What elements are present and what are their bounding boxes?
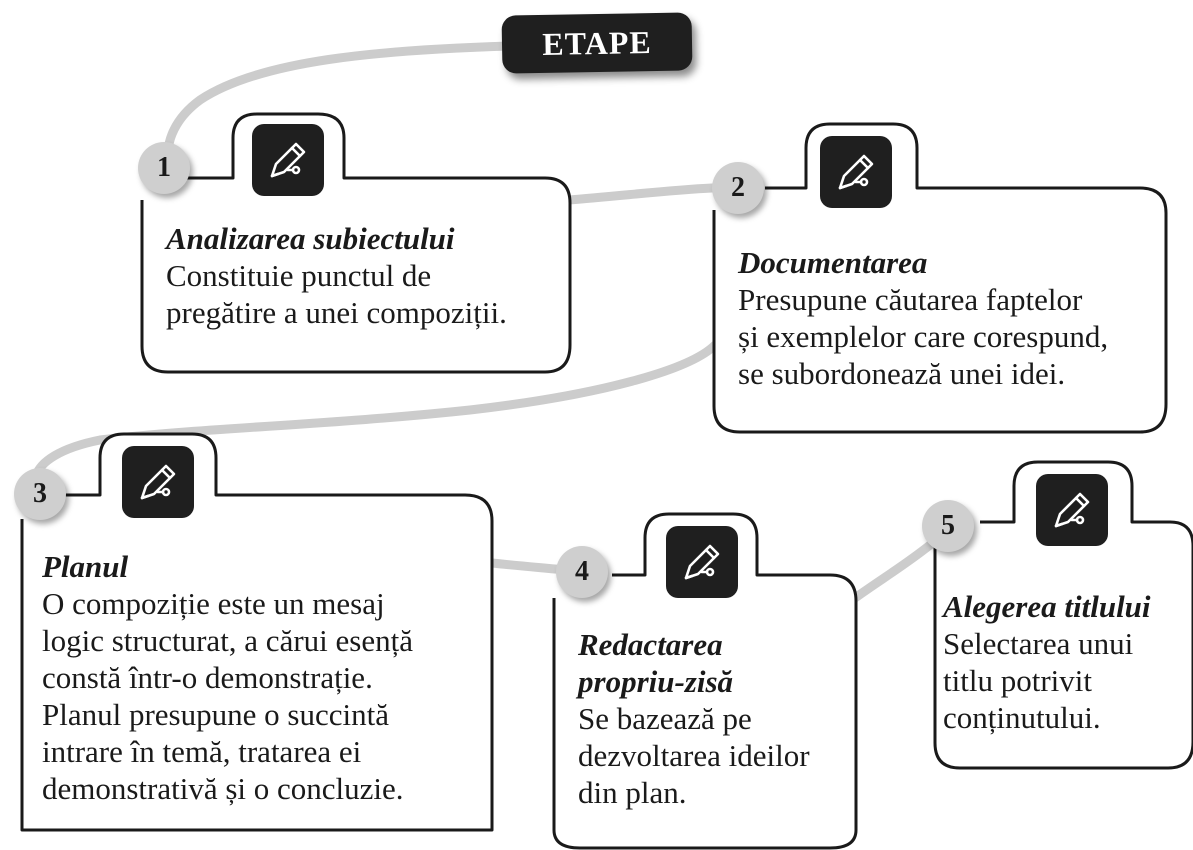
diagram-title: ETAPE [501, 12, 693, 74]
box-4-outline [552, 512, 858, 850]
step-1-text: Analizarea subiectului Constituie punctu… [166, 220, 566, 331]
pen-icon [666, 526, 738, 598]
pen-icon [820, 136, 892, 208]
step-1-body: Constituie punctul de pregătire a unei c… [166, 258, 507, 330]
step-4-number: 4 [556, 546, 608, 598]
step-5-body: Selectarea unui titlu potrivit conținutu… [943, 626, 1134, 735]
step-3-body: O compoziție este un mesaj logic structu… [42, 586, 413, 806]
pen-icon [122, 446, 194, 518]
step-2-number: 2 [712, 162, 764, 214]
step-4-body: Se bazează pe dezvoltarea ideilor din pl… [578, 701, 810, 810]
connector-3-to-4 [487, 558, 570, 575]
step-1-heading: Analizarea subiectului [166, 221, 455, 256]
step-4-text: Redactarea propriu-zisă Se bazează pe de… [578, 626, 848, 811]
step-2-heading: Documentarea [738, 245, 928, 280]
step-3-text: Planul O compoziție este un mesaj logic … [42, 548, 488, 807]
box-5-outline [933, 460, 1193, 770]
step-4-heading: Redactarea propriu-zisă [578, 627, 734, 699]
step-3-number: 3 [14, 468, 66, 520]
step-2-body: Presupune căutarea faptelor și exemplelo… [738, 282, 1109, 391]
connector-1-to-2 [563, 183, 717, 205]
step-5-text: Alegerea titlului Selectarea unui titlu … [943, 588, 1191, 736]
pen-icon [1036, 474, 1108, 546]
step-5-number: 5 [922, 500, 974, 552]
step-1-number: 1 [138, 142, 190, 194]
connector-4-to-5 [850, 540, 935, 603]
step-5-heading: Alegerea titlului [943, 589, 1151, 624]
step-2-text: Documentarea Presupune căutarea faptelor… [738, 244, 1158, 392]
pen-icon [252, 124, 324, 196]
box-3-outline [20, 432, 494, 832]
step-3-heading: Planul [42, 549, 129, 584]
connector-title-to-1 [163, 41, 515, 165]
connector-2-to-3 [31, 340, 720, 481]
box-1-outline [140, 112, 572, 374]
